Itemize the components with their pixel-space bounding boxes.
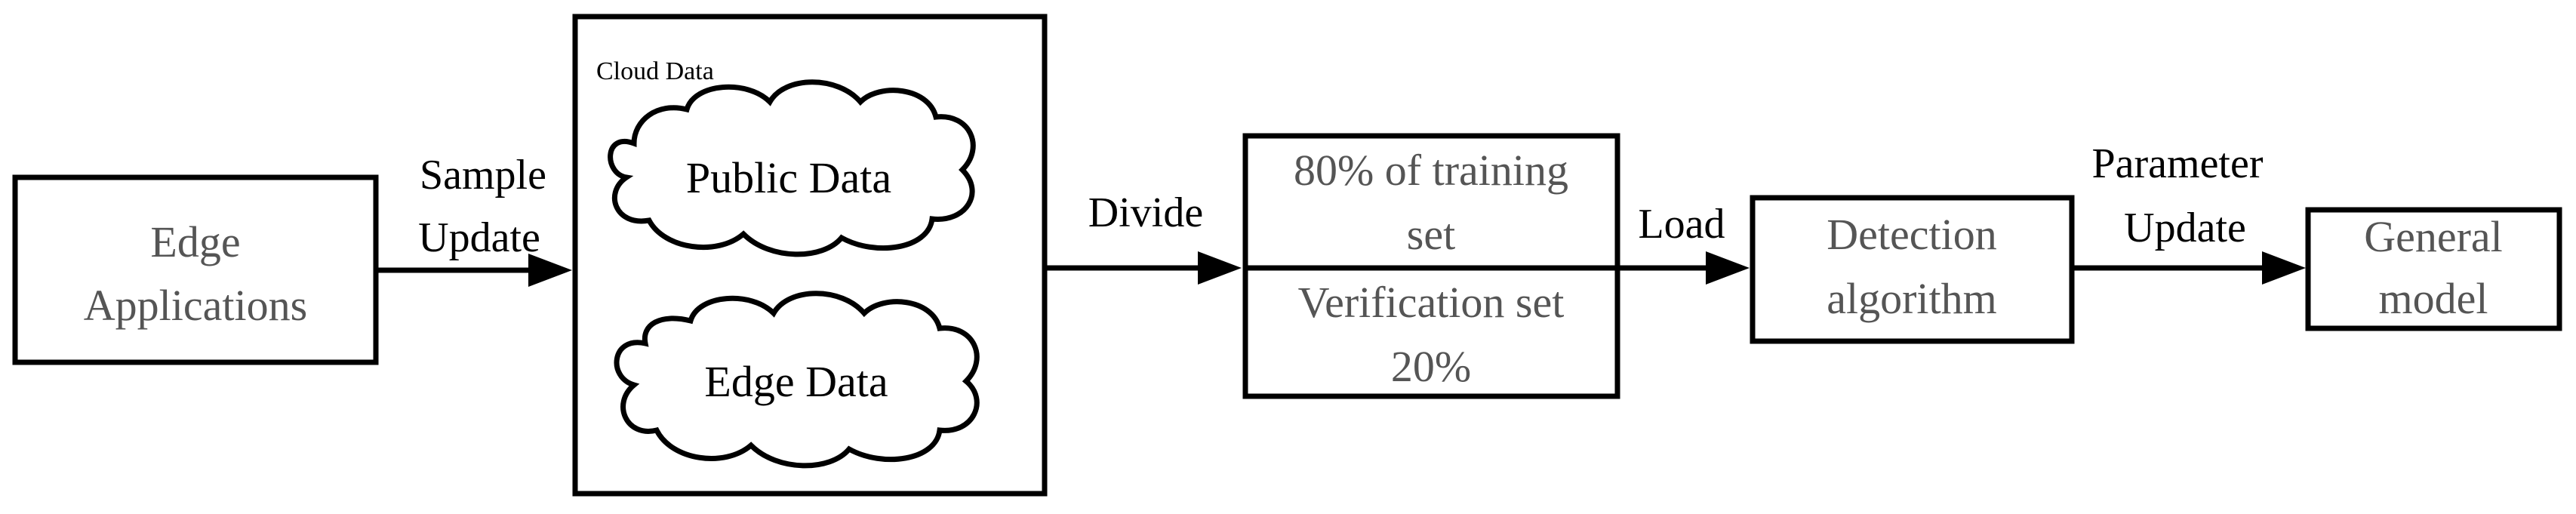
parameter-update-edge: Parameter Update <box>2072 140 2306 285</box>
edge-data-label: Edge Data <box>704 357 888 406</box>
edge-applications-label-line1: Edge <box>150 217 240 266</box>
divide-edge: Divide <box>1045 189 1242 285</box>
cloud-data-node: Cloud Data Public Data Edge Data <box>572 14 1048 497</box>
general-model-label-line1: General <box>2364 212 2503 261</box>
training-set-label-line1: 80% of training <box>1294 146 1568 195</box>
sample-update-edge: Sample Update <box>376 152 572 287</box>
general-model-node: General model <box>2305 207 2562 331</box>
parameter-update-label-line2: Update <box>2124 205 2246 251</box>
edge-applications-node: Edge Applications <box>12 174 379 365</box>
cloud-data-box <box>572 14 1048 497</box>
sample-update-label-line2: Update <box>418 214 540 261</box>
divide-label: Divide <box>1088 189 1203 236</box>
load-label: Load <box>1638 201 1725 248</box>
verification-set-label-line1: Verification set <box>1298 278 1565 327</box>
load-arrowhead <box>1706 251 1750 285</box>
public-data-cloud: Public Data <box>608 79 976 257</box>
parameter-update-label-line1: Parameter <box>2092 140 2264 187</box>
detection-algorithm-node: Detection algorithm <box>1750 195 2075 344</box>
training-set-label-line2: set <box>1407 210 1455 259</box>
verification-set-label-line2: 20% <box>1391 342 1471 391</box>
edge-data-cloud-shape <box>614 291 980 469</box>
parameter-update-arrowhead <box>2262 251 2306 285</box>
public-data-label: Public Data <box>686 153 891 202</box>
detection-label-line2: algorithm <box>1827 274 1997 323</box>
load-edge: Load <box>1617 201 1750 285</box>
edge-applications-label-line2: Applications <box>84 281 307 330</box>
public-data-cloud-shape <box>608 79 976 257</box>
general-model-label-line2: model <box>2379 274 2488 323</box>
sample-update-arrowhead <box>528 254 572 287</box>
detection-label-line1: Detection <box>1827 210 1996 259</box>
edge-applications-box <box>12 174 379 365</box>
divide-arrowhead <box>1198 251 1242 285</box>
edge-data-cloud: Edge Data <box>614 291 980 469</box>
sample-update-label-line1: Sample <box>420 152 546 199</box>
cloud-data-title: Cloud Data <box>596 57 714 85</box>
dataset-split-node: 80% of training set Verification set 20% <box>1242 133 1620 399</box>
general-model-box <box>2305 207 2562 331</box>
